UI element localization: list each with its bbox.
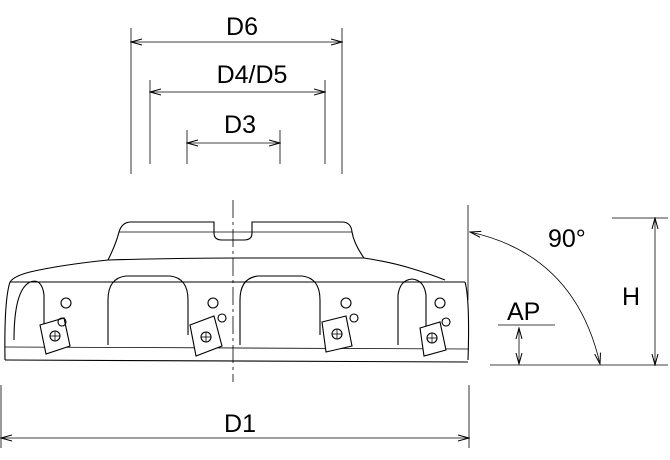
label-d3: D3 [224, 111, 256, 139]
label-ap: AP [507, 298, 540, 326]
dimension-d3: D3 [187, 111, 280, 164]
dimension-d1: D1 [1, 385, 469, 448]
dimension-ap: AP [498, 298, 555, 364]
insert-4 [419, 297, 451, 357]
label-angle: 90° [548, 225, 586, 253]
dimension-d4-d5: D4/D5 [150, 61, 325, 164]
label-d4-d5: D4/D5 [217, 61, 288, 89]
dimension-d6: D6 [131, 13, 342, 174]
insert-3 [321, 297, 359, 353]
angle-90: 90° [470, 225, 600, 364]
insert-2 [189, 297, 227, 357]
label-h: H [622, 283, 640, 311]
insert-1 [39, 297, 72, 355]
milling-cutter-body [4, 200, 470, 382]
label-d6: D6 [226, 13, 258, 41]
label-d1: D1 [224, 410, 256, 438]
